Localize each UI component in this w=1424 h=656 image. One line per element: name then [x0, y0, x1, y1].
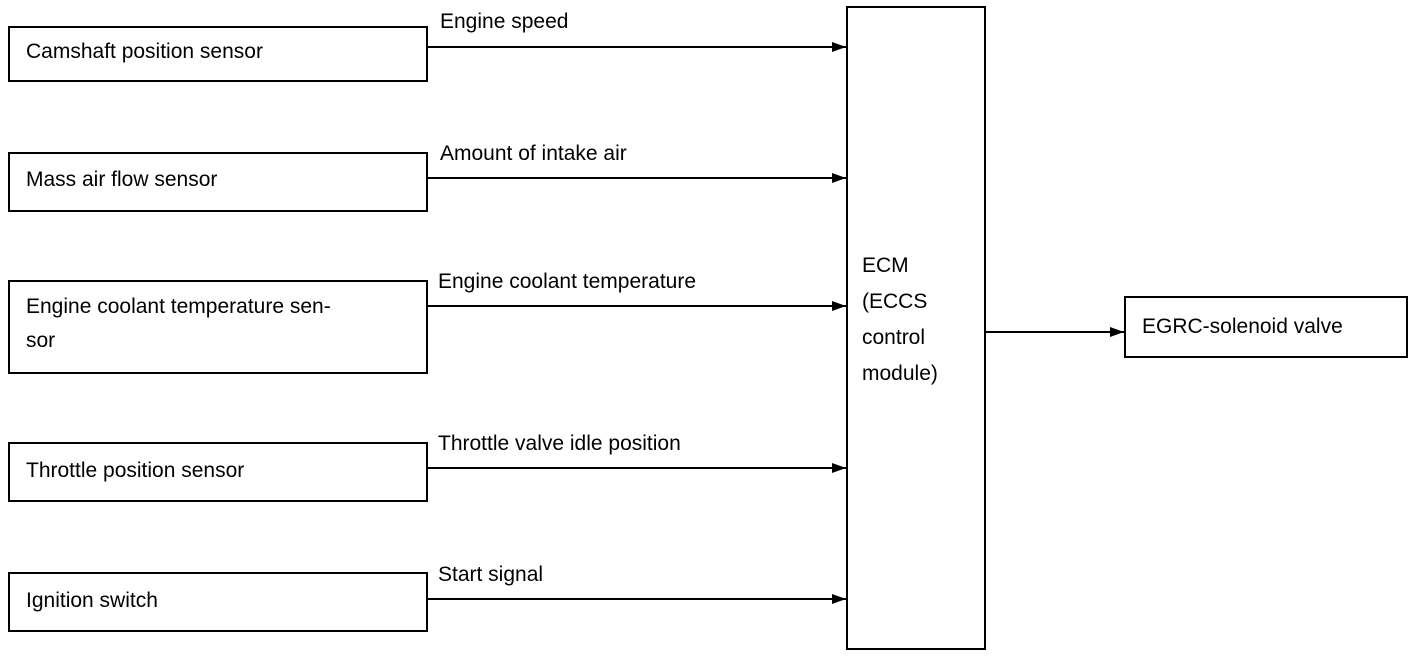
- ignition-switch-label: Ignition switch: [26, 589, 158, 612]
- ecm-label-line2: (ECCS: [862, 290, 928, 313]
- engine-coolant-temperature-sensor-box: Engine coolant temperature sen- sor: [8, 280, 428, 374]
- signal-engine-coolant-temperature: Engine coolant temperature: [438, 270, 696, 293]
- engine-coolant-temperature-sensor-label-line2: sor: [26, 329, 56, 352]
- throttle-position-sensor-label: Throttle position sensor: [26, 459, 245, 482]
- signal-engine-speed: Engine speed: [440, 10, 569, 33]
- egrc-solenoid-valve-label: EGRC-solenoid valve: [1142, 315, 1343, 338]
- ecm-label-line3: control: [862, 326, 926, 349]
- ecm-label-line4: module): [862, 362, 938, 385]
- ignition-switch-box: Ignition switch: [8, 572, 428, 632]
- ecm-box: ECM (ECCS control module): [846, 6, 986, 650]
- engine-coolant-temperature-sensor-label-line1: Engine coolant temperature sen-: [26, 295, 331, 318]
- ecm-label-line1: ECM: [862, 254, 909, 277]
- signal-amount-of-intake-air: Amount of intake air: [440, 142, 627, 165]
- throttle-position-sensor-box: Throttle position sensor: [8, 442, 428, 502]
- egrc-solenoid-valve-box: EGRC-solenoid valve: [1124, 296, 1408, 358]
- mass-air-flow-sensor-label: Mass air flow sensor: [26, 168, 218, 191]
- mass-air-flow-sensor-box: Mass air flow sensor: [8, 152, 428, 212]
- signal-start-signal: Start signal: [438, 563, 544, 586]
- signal-throttle-valve-idle-position: Throttle valve idle position: [438, 432, 681, 455]
- camshaft-position-sensor-box: Camshaft position sensor: [8, 26, 428, 82]
- ecm-label: ECM (ECCS control module): [862, 248, 938, 392]
- camshaft-position-sensor-label: Camshaft position sensor: [26, 40, 263, 63]
